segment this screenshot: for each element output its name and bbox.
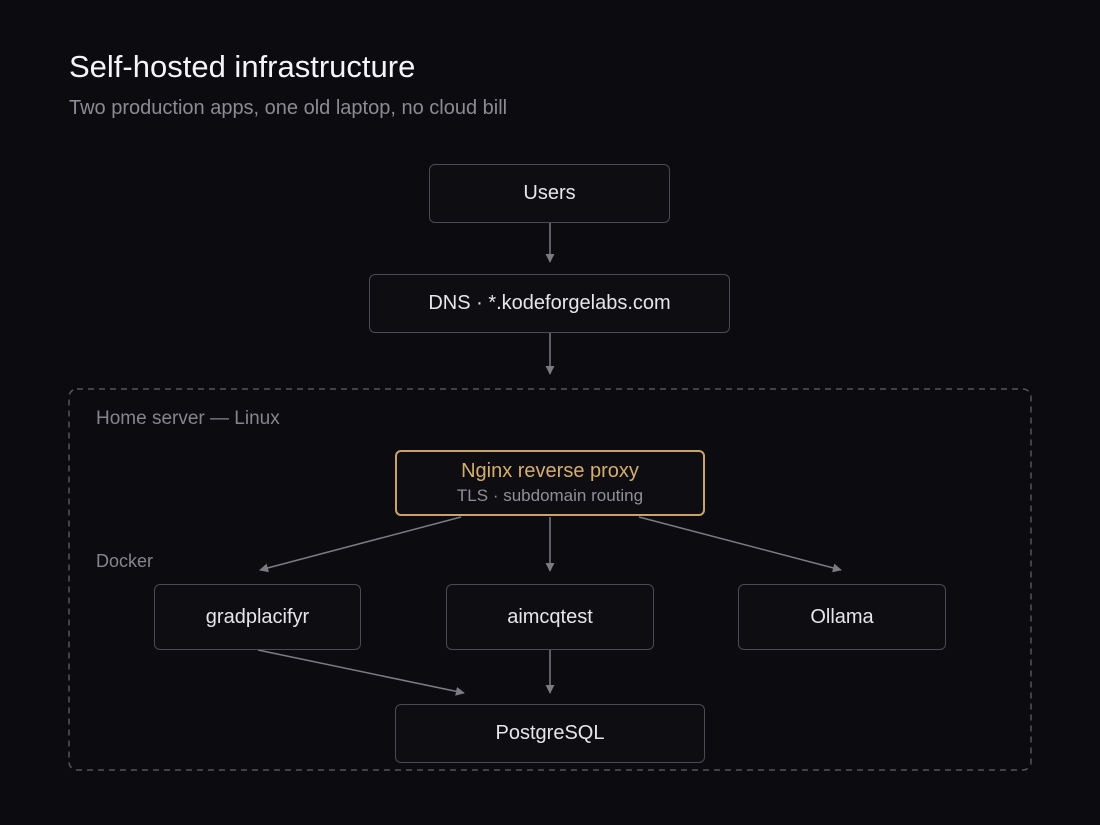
nginx-node: Nginx reverse proxy TLS · subdomain rout… [395, 450, 705, 516]
users-node-label: Users [523, 182, 576, 204]
nginx-node-sublabel: TLS · subdomain routing [456, 486, 644, 505]
page-title: Self-hosted infrastructure [69, 49, 416, 84]
home-server-boundary [68, 388, 1032, 771]
ollama-node: Ollama [738, 584, 946, 650]
postgres-node-label: PostgreSQL [495, 722, 605, 744]
home-server-label: Home server — Linux [96, 408, 280, 429]
users-node: Users [429, 164, 670, 223]
page-subtitle: Two production apps, one old laptop, no … [69, 97, 508, 119]
postgres-node: PostgreSQL [395, 704, 705, 763]
docker-label: Docker [96, 551, 154, 571]
gradplacifyr-node-label: gradplacifyr [205, 605, 310, 628]
aimcqtest-node: aimcqtest [446, 584, 654, 650]
edge-gradplacifyr-postgres [257, 649, 465, 696]
aimcqtest-node-label: aimcqtest [507, 605, 593, 628]
dns-node-label: DNS · *.kodeforgelabs.com [428, 292, 671, 314]
edge-nginx-gradplacifyr [259, 516, 462, 573]
dns-node: DNS · *.kodeforgelabs.com [369, 274, 730, 333]
gradplacifyr-node: gradplacifyr [154, 584, 361, 650]
edge-nginx-ollama [638, 516, 842, 573]
ollama-node-label: Ollama [810, 605, 874, 628]
nginx-node-label: Nginx reverse proxy [461, 460, 639, 482]
